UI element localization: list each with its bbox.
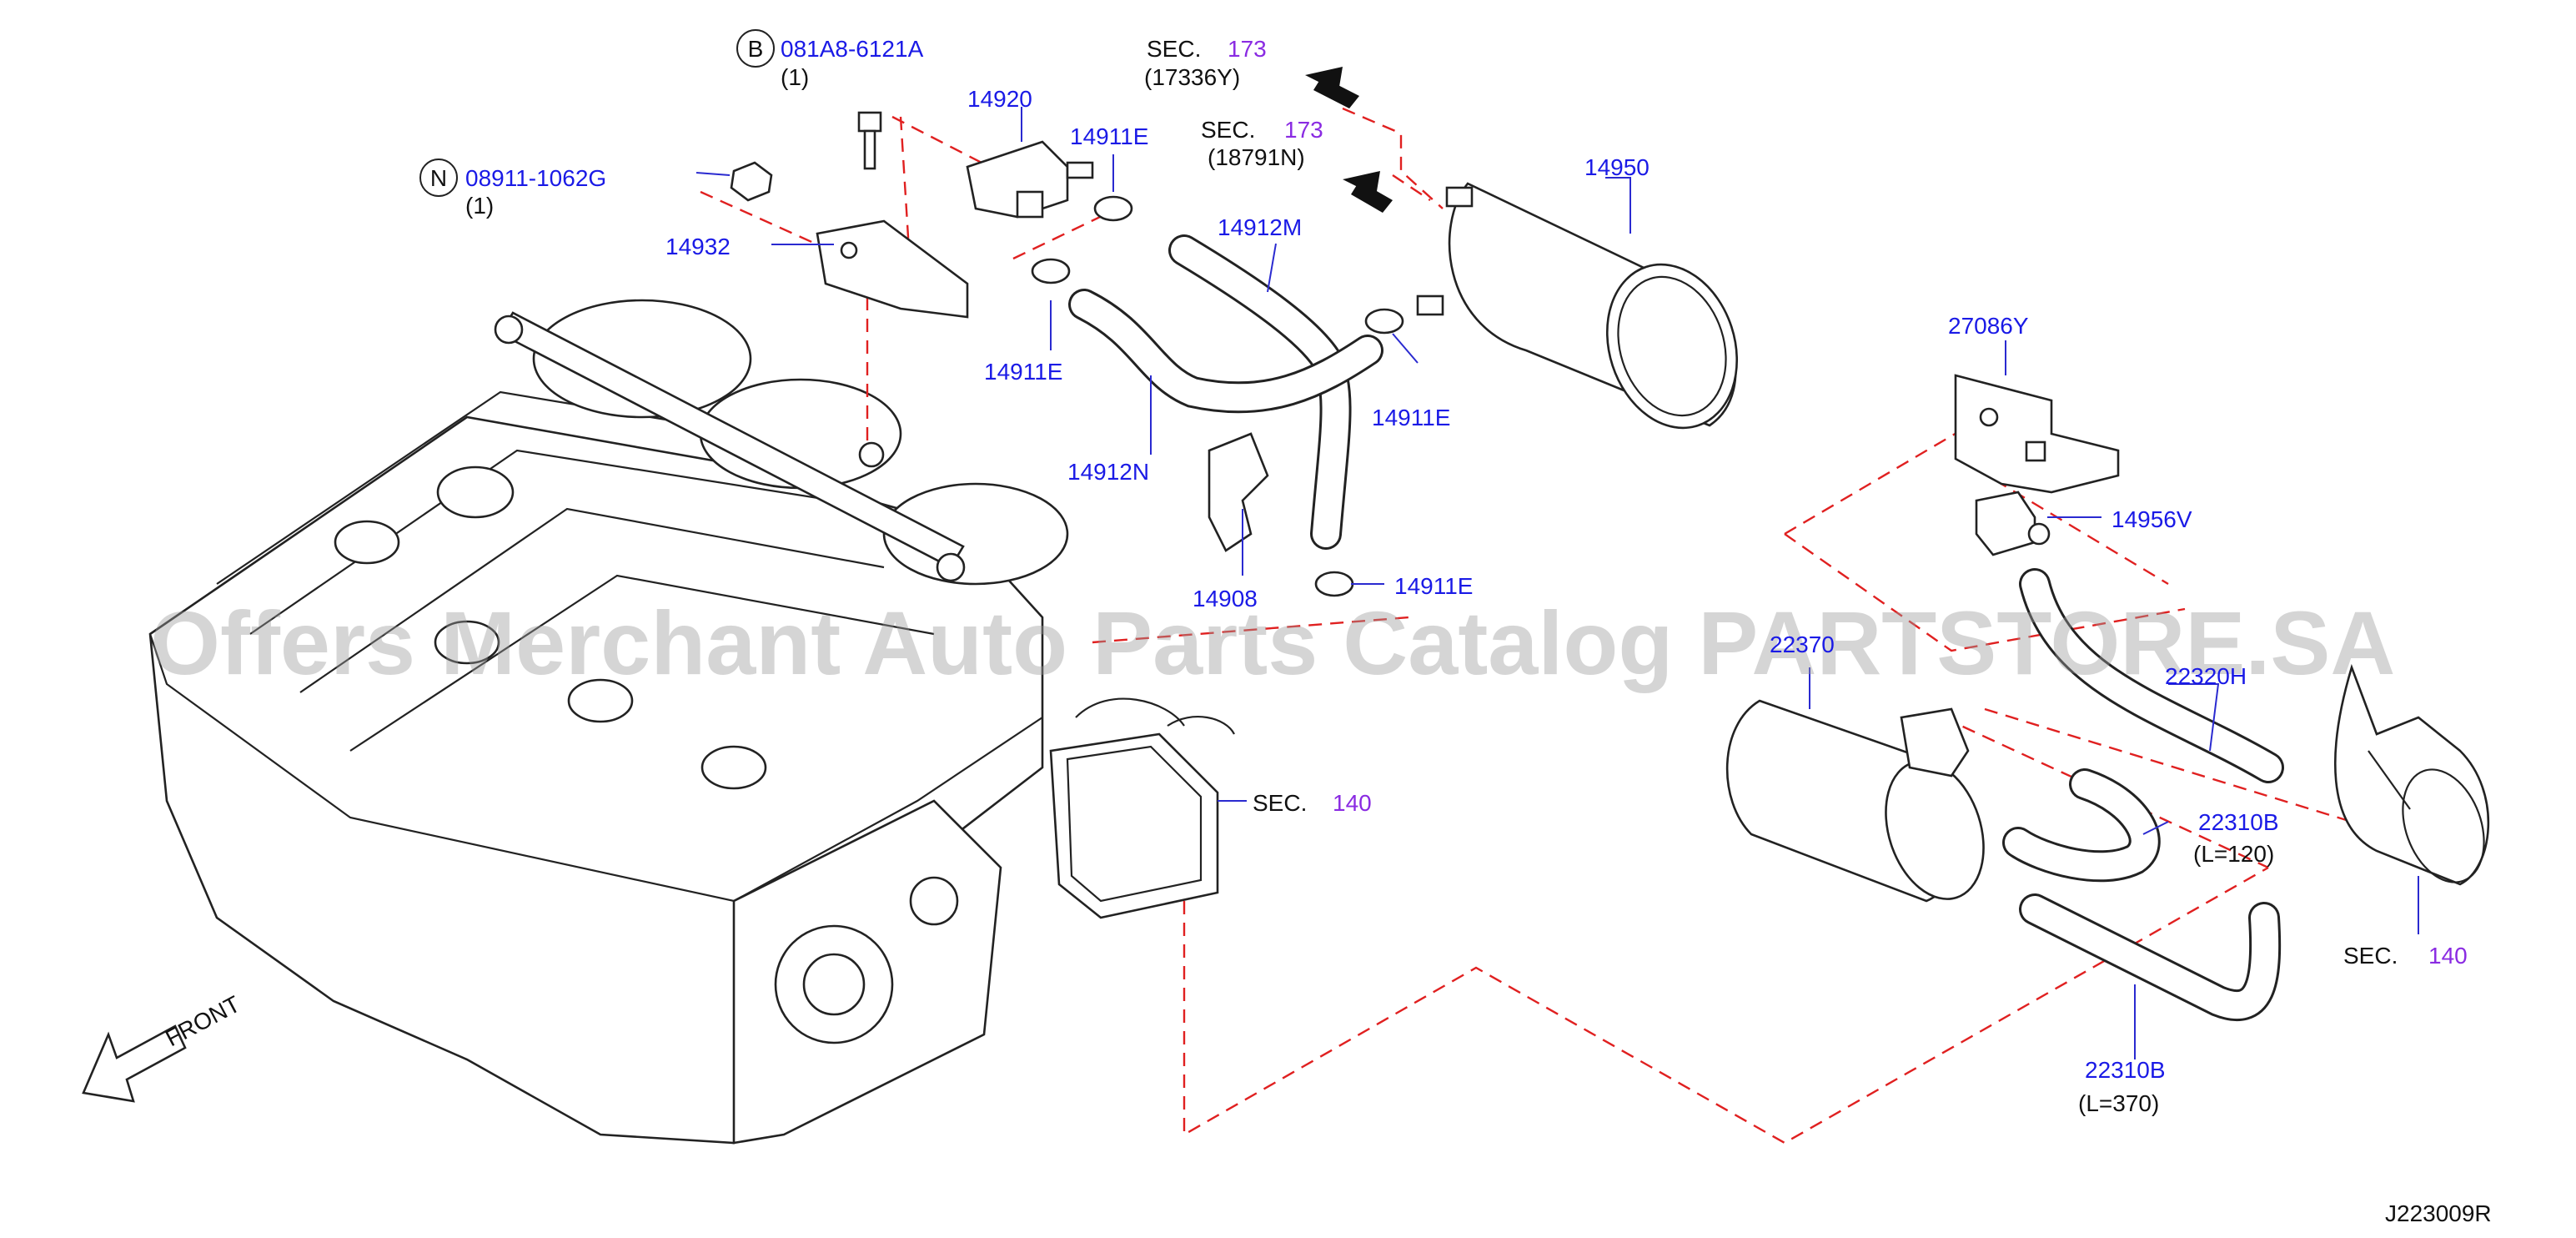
sec-140-b-label: SEC. (2343, 943, 2398, 969)
label-22310b-short[interactable]: 22310B (2198, 809, 2279, 835)
label-22370[interactable]: 22370 (1770, 632, 1835, 657)
engine-block (148, 299, 1235, 1145)
hose-22310b-short (2002, 768, 2161, 883)
sec-140-a-label: SEC. (1253, 790, 1307, 816)
length-short: (L=120) (2193, 841, 2274, 867)
nut-callout: N 08911-1062G (1) (419, 159, 606, 219)
length-long: (L=370) (2078, 1090, 2159, 1116)
leader-lines (695, 107, 2419, 1059)
label-14950[interactable]: 14950 (1584, 154, 1650, 180)
sec-140-b: SEC. 140 (2343, 943, 2468, 969)
bracket-27086y (1954, 374, 2120, 494)
front-arrow: FRONT (82, 991, 244, 1103)
sec-173-a-label: SEC. (1147, 36, 1201, 62)
canister-22370 (1725, 699, 1985, 903)
sec-173-b-label: SEC. (1201, 117, 1255, 143)
canister-14950 (1416, 182, 1739, 430)
clamp-parts (730, 111, 1404, 597)
sec-173-a: SEC. 173 (17336Y) (1144, 36, 1267, 90)
hose-14912n (1068, 289, 1383, 414)
sec-173-b-number[interactable]: 173 (1284, 117, 1323, 143)
label-14911e-top[interactable]: 14911E (1070, 123, 1148, 149)
sec173-arrows (1305, 67, 1393, 213)
label-14932[interactable]: 14932 (665, 234, 731, 259)
front-label: FRONT (161, 991, 244, 1052)
bolt-badge: B (748, 36, 764, 62)
label-14912m[interactable]: 14912M (1218, 214, 1302, 240)
sec-173-a-number[interactable]: 173 (1228, 36, 1267, 62)
label-14911e-bottom[interactable]: 14911E (1394, 573, 1473, 599)
sec-173-a-ref: (17336Y) (1144, 64, 1240, 90)
sec-140-a: SEC. 140 (1253, 790, 1372, 816)
bolt-callout: B 081A8-6121A (1) (736, 29, 924, 90)
watermark: Offers Merchant Auto Parts Catalog PARTS… (150, 592, 2395, 693)
valve-14956v (1975, 491, 2051, 556)
sec-173-b-ref: (18791N) (1208, 144, 1305, 170)
sec-140-a-number[interactable]: 140 (1333, 790, 1372, 816)
diagram-id: J223009R (2385, 1200, 2492, 1226)
sec-140-b-number[interactable]: 140 (2428, 943, 2468, 969)
actuator-sec140 (2333, 663, 2490, 886)
nut-part-number[interactable]: 08911-1062G (465, 165, 606, 191)
bolt-qty: (1) (781, 64, 809, 90)
nut-qty: (1) (465, 193, 494, 219)
bolt-part-number[interactable]: 081A8-6121A (781, 36, 924, 62)
label-27086y[interactable]: 27086Y (1948, 313, 2029, 339)
nut-badge: N (430, 165, 447, 191)
label-22310b-long[interactable]: 22310B (2085, 1057, 2166, 1083)
sec-173-b: SEC. 173 (18791N) (1201, 117, 1323, 170)
label-14912n[interactable]: 14912N (1067, 459, 1149, 485)
hose-22310b-long (2019, 893, 2282, 1021)
label-14920[interactable]: 14920 (967, 86, 1032, 112)
label-14911e-right[interactable]: 14911E (1372, 405, 1450, 430)
label-22320h[interactable]: 22320H (2165, 663, 2247, 689)
label-14956v[interactable]: 14956V (2112, 506, 2192, 532)
hose-22320h (2019, 568, 2284, 783)
label-14911e-left[interactable]: 14911E (984, 359, 1062, 385)
label-14908[interactable]: 14908 (1193, 586, 1258, 611)
